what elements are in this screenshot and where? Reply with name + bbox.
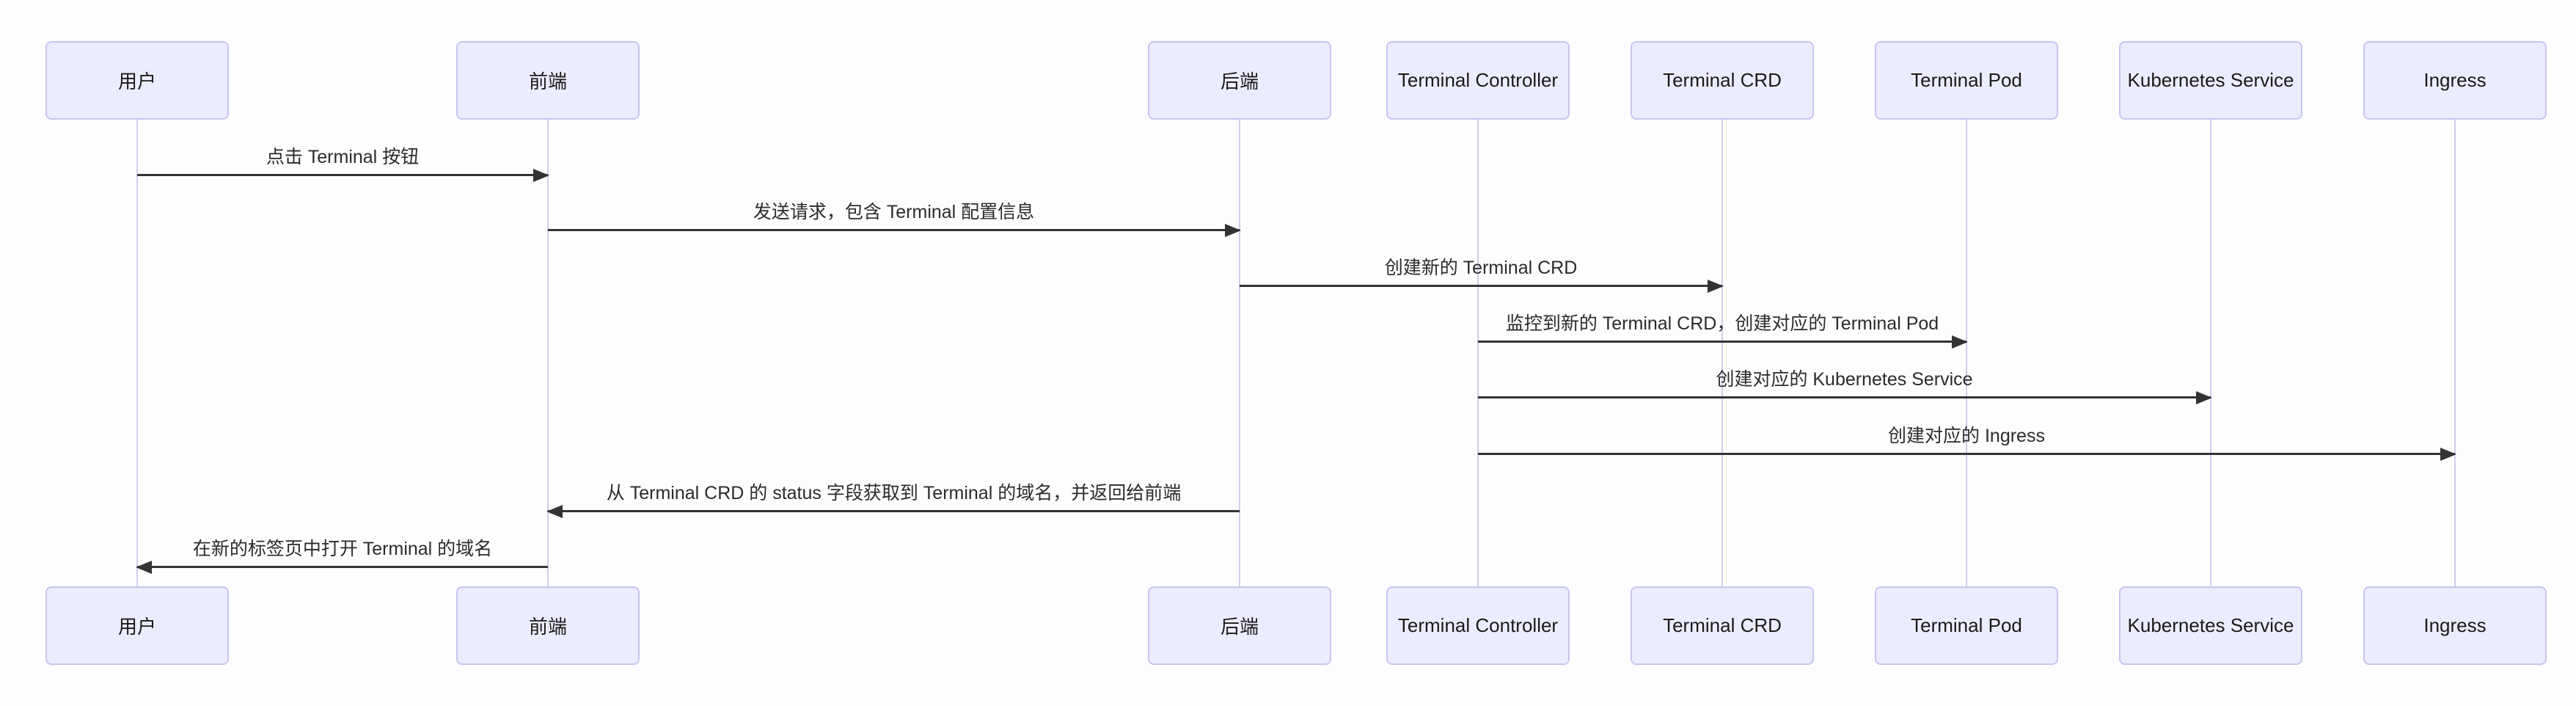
message-label-6: 从 Terminal CRD 的 status 字段获取到 Terminal 的… bbox=[606, 483, 1182, 503]
message-label-7: 在新的标签页中打开 Terminal 的域名 bbox=[192, 539, 493, 559]
actor-label-kubernetes-service: Kubernetes Service bbox=[2127, 69, 2294, 91]
message-arrowhead-7 bbox=[136, 560, 152, 574]
message-line-5 bbox=[1478, 453, 2455, 455]
message-line-2 bbox=[1240, 285, 1722, 287]
lifeline-terminal-controller bbox=[1477, 120, 1479, 586]
lifeline-terminal-crd bbox=[1721, 120, 1723, 586]
actor-box-backend-bottom: 后端 bbox=[1148, 586, 1331, 665]
actor-label-backend: 后端 bbox=[1220, 616, 1259, 638]
actor-label-user: 用户 bbox=[117, 70, 156, 92]
actor-box-frontend-top: 前端 bbox=[456, 41, 640, 120]
message-label-0: 点击 Terminal 按钮 bbox=[266, 147, 420, 167]
actor-box-backend-top: 后端 bbox=[1148, 41, 1331, 120]
message-arrowhead-5 bbox=[2440, 447, 2456, 461]
message-arrowhead-0 bbox=[533, 168, 549, 182]
lifeline-user bbox=[136, 120, 138, 586]
actor-label-terminal-crd: Terminal CRD bbox=[1663, 69, 1782, 91]
actor-box-terminal-pod-bottom: Terminal Pod bbox=[1875, 586, 2058, 665]
actor-box-user-top: 用户 bbox=[45, 41, 229, 120]
message-arrowhead-3 bbox=[1952, 335, 1968, 349]
message-label-4: 创建对应的 Kubernetes Service bbox=[1716, 369, 1973, 390]
actor-box-terminal-crd-top: Terminal CRD bbox=[1631, 41, 1814, 120]
actor-box-terminal-pod-top: Terminal Pod bbox=[1875, 41, 2058, 120]
message-line-4 bbox=[1478, 396, 2211, 399]
lifeline-terminal-pod bbox=[1966, 120, 1967, 586]
actor-label-terminal-controller: Terminal Controller bbox=[1397, 69, 1559, 91]
actor-label-ingress: Ingress bbox=[2423, 69, 2487, 91]
actor-box-frontend-bottom: 前端 bbox=[456, 586, 640, 665]
message-arrowhead-4 bbox=[2196, 390, 2212, 404]
lifeline-backend bbox=[1239, 120, 1240, 586]
actor-box-ingress-top: Ingress bbox=[2363, 41, 2547, 120]
message-label-3: 监控到新的 Terminal CRD，创建对应的 Terminal Pod bbox=[1505, 313, 1939, 334]
message-arrowhead-2 bbox=[1708, 279, 1724, 293]
message-arrowhead-6 bbox=[546, 504, 563, 518]
message-line-7 bbox=[137, 566, 548, 568]
message-arrowhead-1 bbox=[1225, 223, 1241, 237]
message-label-2: 创建新的 Terminal CRD bbox=[1384, 258, 1578, 278]
actor-label-terminal-crd: Terminal CRD bbox=[1663, 614, 1782, 636]
message-line-3 bbox=[1478, 341, 1966, 343]
actor-label-terminal-pod: Terminal Pod bbox=[1911, 614, 2022, 636]
actor-box-ingress-bottom: Ingress bbox=[2363, 586, 2547, 665]
actor-label-frontend: 前端 bbox=[528, 70, 567, 92]
message-line-0 bbox=[137, 174, 548, 176]
actor-box-kubernetes-service-top: Kubernetes Service bbox=[2119, 41, 2302, 120]
actor-label-ingress: Ingress bbox=[2423, 614, 2487, 636]
actor-box-terminal-controller-bottom: Terminal Controller bbox=[1386, 586, 1570, 665]
actor-box-terminal-crd-bottom: Terminal CRD bbox=[1631, 586, 1814, 665]
lifeline-ingress bbox=[2454, 120, 2456, 586]
message-line-6 bbox=[548, 510, 1240, 512]
message-label-1: 发送请求，包含 Terminal 配置信息 bbox=[753, 202, 1035, 222]
message-label-5: 创建对应的 Ingress bbox=[1888, 426, 2045, 446]
lifeline-frontend bbox=[547, 120, 549, 586]
actor-label-frontend: 前端 bbox=[528, 616, 567, 638]
message-line-1 bbox=[548, 229, 1240, 231]
actor-label-user: 用户 bbox=[117, 616, 156, 638]
actor-box-terminal-controller-top: Terminal Controller bbox=[1386, 41, 1570, 120]
actor-box-kubernetes-service-bottom: Kubernetes Service bbox=[2119, 586, 2302, 665]
actor-label-terminal-pod: Terminal Pod bbox=[1911, 69, 2022, 91]
actor-label-backend: 后端 bbox=[1220, 70, 1259, 92]
actor-label-terminal-controller: Terminal Controller bbox=[1397, 614, 1559, 636]
lifeline-kubernetes-service bbox=[2210, 120, 2211, 586]
actor-box-user-bottom: 用户 bbox=[45, 586, 229, 665]
actor-label-kubernetes-service: Kubernetes Service bbox=[2127, 614, 2294, 636]
